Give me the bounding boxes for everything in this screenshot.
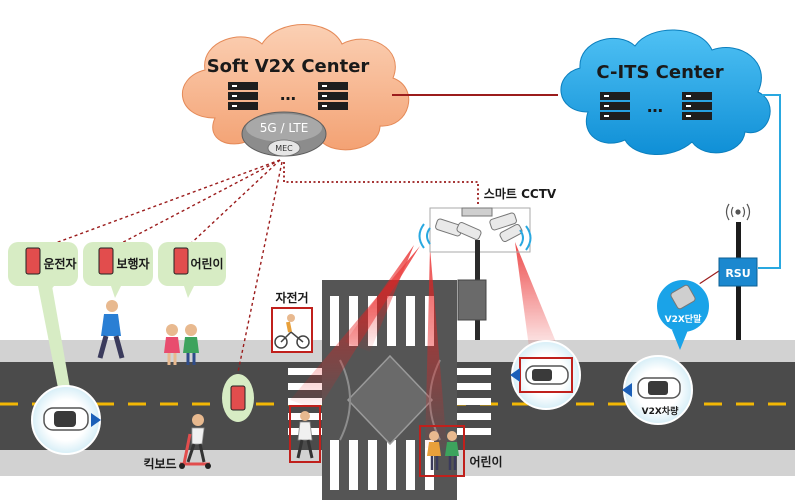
- links-mec-to-devices: [41, 159, 283, 373]
- crosswalk-children-detection-box: [419, 425, 465, 477]
- detected-car: [510, 340, 581, 410]
- antenna-signal-icon: [725, 203, 751, 221]
- v2x-vehicle: V2X차량: [622, 355, 693, 425]
- smartphone-icon: [98, 247, 114, 275]
- pedestrian-label: 보행자: [116, 256, 149, 271]
- soft-v2x-center-cloud: Soft V2X Center … 5G / LTE MEC: [181, 24, 410, 157]
- network-5g-lte-label: 5G / LTE: [260, 121, 309, 135]
- c-its-center-cloud: C-ITS Center …: [560, 29, 771, 155]
- child-phone-bubble: 어린이: [158, 242, 226, 298]
- pedestrian-phone-bubble: 보행자: [83, 242, 153, 298]
- cctv-detection-beams: [290, 242, 560, 448]
- server-rack-icon: [682, 92, 712, 120]
- smartphone-icon: [173, 247, 189, 275]
- v2x-terminal-label: V2X단말: [665, 313, 702, 325]
- link-cits-to-rsu: [758, 94, 781, 269]
- pedestrian-figure: [97, 300, 125, 359]
- driver-bubble-pointer: [38, 286, 70, 388]
- server-rack-icon: [318, 82, 348, 110]
- kickboard-rider-figure: [179, 414, 211, 469]
- server-rack-icon: [228, 82, 258, 110]
- v2x-vehicle-label: V2X차량: [642, 405, 679, 417]
- kickboard-label: 킥보드: [143, 456, 176, 471]
- bicycle-label: 자전거: [275, 290, 308, 305]
- c-its-center-title: C-ITS Center: [596, 62, 723, 83]
- driver-car: [31, 385, 101, 455]
- smartphone-icon: [230, 385, 246, 411]
- driver-phone-bubble: 운전자: [8, 242, 78, 298]
- rsu: RSU: [718, 203, 758, 340]
- children-group-figure: [164, 324, 199, 365]
- rsu-label: RSU: [725, 267, 750, 280]
- soft-v2x-center-title: Soft V2X Center: [207, 56, 370, 77]
- child-label: 어린이: [190, 256, 223, 271]
- link-soft-to-cctv: [283, 162, 479, 205]
- bicycle-detection-box: [271, 307, 313, 353]
- crosswalk-pedestrian-detection-box: [289, 405, 321, 463]
- kickboard-phone-bubble: [222, 374, 254, 422]
- soft-center-dots: …: [280, 85, 296, 104]
- smart-cctv: 스마트 CCTV: [418, 186, 557, 340]
- driver-label: 운전자: [43, 256, 76, 271]
- v2x-terminal-device-icon: [670, 284, 696, 310]
- smartphone-icon: [25, 247, 41, 275]
- smart-cctv-label: 스마트 CCTV: [484, 186, 557, 201]
- cctv-camera-icon: [435, 207, 523, 243]
- crosswalk-child-label: 어린이: [469, 454, 502, 469]
- mec-label: MEC: [275, 144, 293, 153]
- server-rack-icon: [600, 92, 630, 120]
- v2x-terminal-bubble: V2X단말: [655, 278, 711, 350]
- wifi-signal-icon: [418, 223, 532, 251]
- cits-center-dots: …: [647, 97, 663, 116]
